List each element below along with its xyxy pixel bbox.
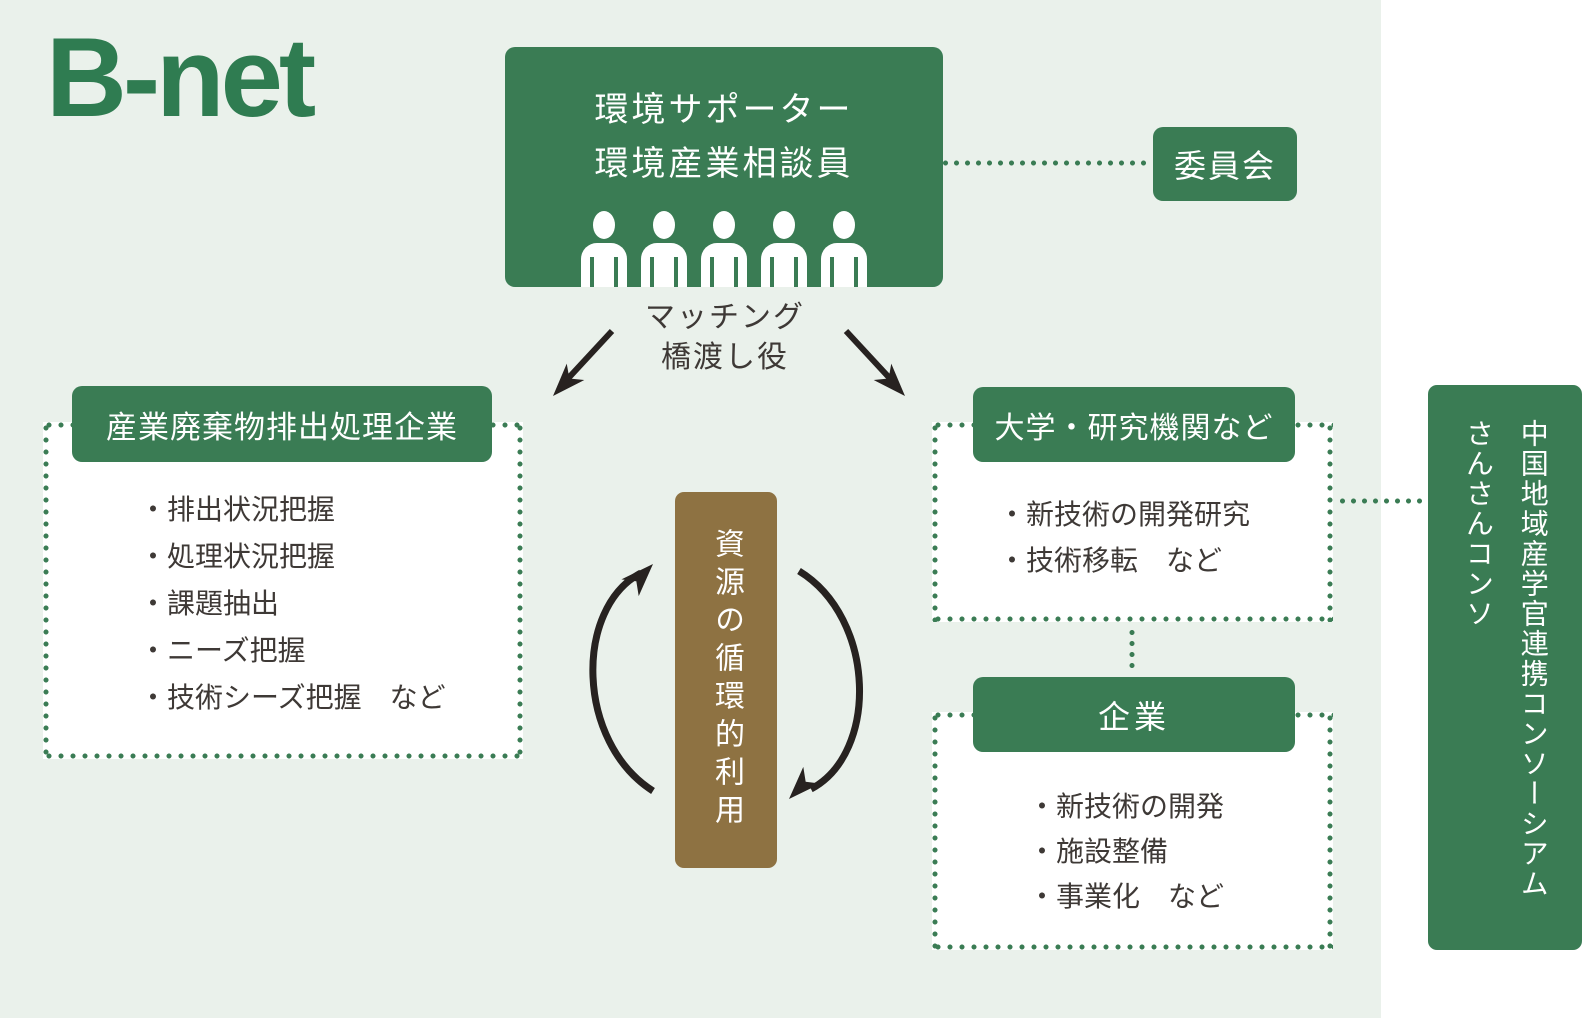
- connector-university-consortium: [1337, 498, 1425, 504]
- university-title-box: 大学・研究機関など: [973, 387, 1295, 462]
- person-body: [821, 243, 867, 287]
- person-head: [833, 211, 855, 239]
- list-item: ・事業化 など: [1028, 881, 1225, 912]
- person-head: [593, 211, 615, 239]
- logo-b-net: B-net: [46, 15, 316, 140]
- consortium-nickname: さんさんコンソ: [1463, 419, 1494, 629]
- person-body: [761, 243, 807, 287]
- person-icon: [581, 211, 627, 287]
- waste-title-label: 産業廃棄物排出処理企業: [106, 409, 458, 445]
- list-item: ・ニーズ把握: [139, 635, 306, 666]
- matching-label: マッチング 橋渡し役: [575, 298, 875, 378]
- company-title-label: 企業: [1097, 698, 1170, 735]
- matching-line2: 橋渡し役: [661, 341, 789, 374]
- person-head: [713, 211, 735, 239]
- resource-label: 資源の循環的利用: [710, 528, 743, 832]
- person-icon: [821, 211, 867, 287]
- connector-hub-committee: [940, 160, 1150, 166]
- list-item: ・課題抽出: [139, 588, 280, 619]
- hub-box: 環境サポーター 環境産業相談員: [505, 47, 943, 287]
- list-item: ・処理状況把握: [139, 541, 336, 572]
- person-body: [581, 243, 627, 287]
- list-item: ・新技術の開発研究: [998, 499, 1251, 530]
- person-head: [773, 211, 795, 239]
- list-item: ・技術シーズ把握 など: [139, 682, 446, 713]
- person-icon: [701, 211, 747, 287]
- university-list: ・新技術の開発研究 ・技術移転 など: [932, 422, 1333, 584]
- company-title-box: 企業: [973, 677, 1295, 752]
- committee-box: 委員会: [1153, 127, 1297, 201]
- list-item: ・技術移転 など: [998, 545, 1223, 576]
- cycle-arrow-right-icon: [789, 568, 863, 799]
- person-body: [641, 243, 687, 287]
- hub-title-line1: 環境サポーター: [594, 91, 854, 129]
- person-body: [701, 243, 747, 287]
- company-list: ・新技術の開発 ・施設整備 ・事業化 など: [932, 712, 1333, 919]
- waste-title-box: 産業廃棄物排出処理企業: [72, 386, 492, 462]
- waste-dotted-box: ・排出状況把握 ・処理状況把握 ・課題抽出 ・ニーズ把握 ・技術シーズ把握 など: [43, 422, 523, 759]
- hub-title-line2: 環境産業相談員: [594, 145, 854, 183]
- hub-title: 環境サポーター 環境産業相談員: [595, 83, 854, 191]
- connector-university-company: [1129, 627, 1135, 673]
- person-head: [653, 211, 675, 239]
- waste-list: ・排出状況把握 ・処理状況把握 ・課題抽出 ・ニーズ把握 ・技術シーズ把握 など: [43, 422, 523, 721]
- person-icon: [641, 211, 687, 287]
- consortium-name: 中国地域産学官連携コンソーシアム: [1517, 419, 1549, 899]
- person-icon-row: [505, 211, 943, 287]
- matching-line1: マッチング: [645, 301, 805, 334]
- list-item: ・施設整備: [1028, 836, 1169, 867]
- resource-box: 資源の循環的利用: [675, 492, 777, 868]
- cycle-arrow-left-icon: [589, 564, 655, 794]
- person-icon: [761, 211, 807, 287]
- list-item: ・新技術の開発: [1028, 791, 1225, 822]
- committee-label: 委員会: [1173, 148, 1276, 184]
- university-title-label: 大学・研究機関など: [994, 411, 1274, 445]
- consortium-bar: 中国地域産学官連携コンソーシアム さんさんコンソ: [1428, 385, 1582, 950]
- list-item: ・排出状況把握: [139, 494, 336, 525]
